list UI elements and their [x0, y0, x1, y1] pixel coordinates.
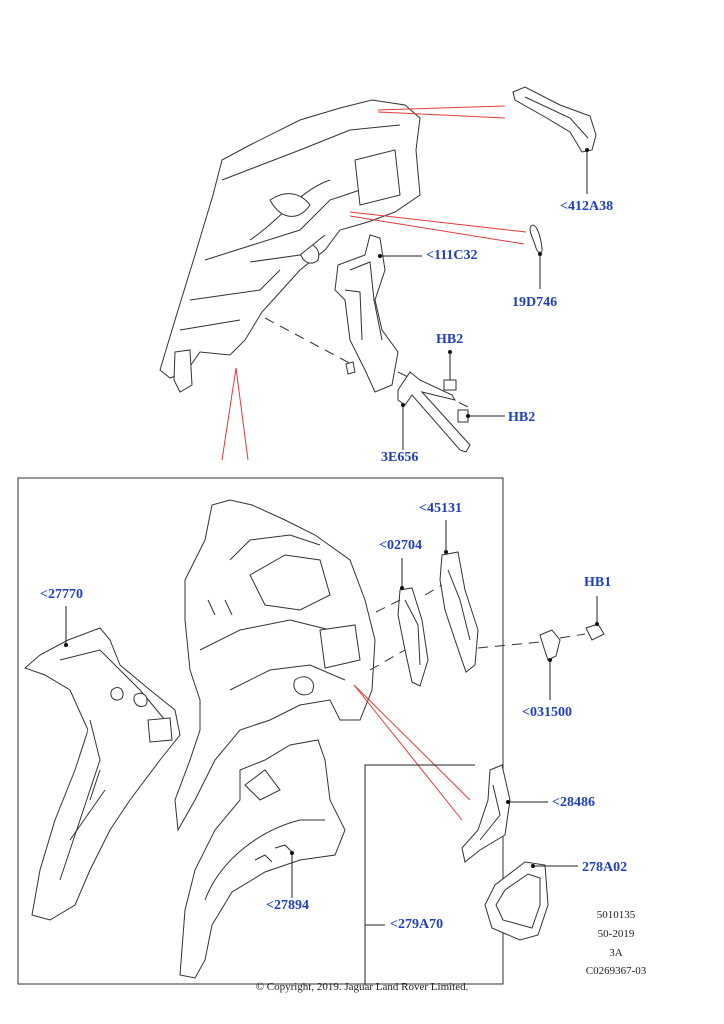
- exploded-view-frame: [17, 477, 504, 985]
- callout-279a70[interactable]: <279A70: [390, 917, 444, 932]
- part-031500-clip[interactable]: [539, 629, 561, 661]
- diagram-revision: 3A: [609, 947, 623, 959]
- callout-27770[interactable]: <27770: [40, 587, 83, 602]
- quarter-panel-assembly: [159, 99, 421, 393]
- diagram-date: 50-2019: [597, 928, 635, 940]
- callout-28486[interactable]: <28486: [552, 795, 595, 810]
- part-45131-bracket[interactable]: [439, 551, 479, 673]
- part-28486-bracket[interactable]: [461, 764, 511, 863]
- callout-02704[interactable]: <02704: [379, 538, 422, 553]
- callout-19d746[interactable]: 19D746: [512, 295, 558, 310]
- inner-quarter-structure: [174, 499, 376, 832]
- callout-27894[interactable]: <27894: [266, 898, 309, 913]
- callout-hb2-lower[interactable]: HB2: [508, 410, 536, 425]
- callout-hb2-upper[interactable]: HB2: [436, 332, 464, 347]
- part-278a02-seal[interactable]: [484, 861, 549, 941]
- part-19d746-seal[interactable]: [529, 224, 543, 253]
- callout-412a38[interactable]: <412A38: [560, 199, 614, 214]
- callout-111c32[interactable]: <111C32: [426, 248, 478, 263]
- part-02704-bracket[interactable]: [397, 587, 429, 687]
- diagram-code: C0269367-03: [585, 965, 647, 977]
- part-111c32-pillar[interactable]: [334, 234, 399, 393]
- part-27770-outer-panel[interactable]: [24, 627, 181, 921]
- part-27894-wheelhouse[interactable]: [179, 739, 346, 979]
- copyright-notice: © Copyright, 2019. Jaguar Land Rover Lim…: [255, 981, 469, 993]
- callout-45131[interactable]: <45131: [419, 501, 462, 516]
- bolt-hb1[interactable]: [585, 623, 605, 641]
- diagram-number: 5010135: [596, 909, 636, 921]
- part-412a38-reinforcement[interactable]: [512, 86, 597, 153]
- callout-3e656[interactable]: 3E656: [381, 450, 419, 465]
- callout-031500[interactable]: <031500: [522, 705, 572, 720]
- callout-278a02[interactable]: 278A02: [582, 860, 628, 875]
- callout-hb1[interactable]: HB1: [584, 575, 612, 590]
- bolt-hb2-lower[interactable]: [457, 409, 469, 423]
